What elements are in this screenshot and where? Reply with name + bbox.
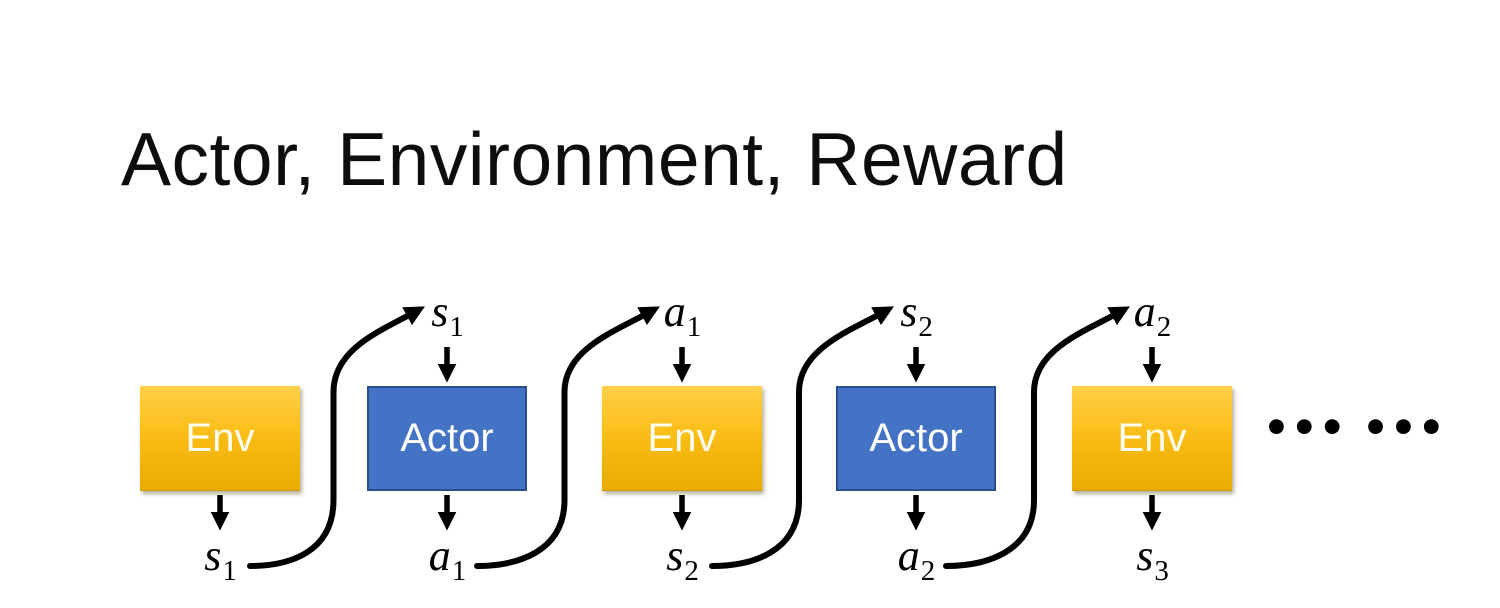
- env-box-2: Env: [602, 386, 762, 491]
- env-box-3: Env: [1072, 386, 1232, 491]
- page-title: Actor, Environment, Reward: [121, 117, 1068, 201]
- actor-box-1: Actor: [367, 386, 527, 491]
- continuation-dots: ••• •••: [1263, 403, 1446, 452]
- input-arrows: [437, 347, 1162, 383]
- state-label-top-s2: s2: [900, 287, 933, 343]
- env-box-3-label: Env: [1117, 415, 1187, 460]
- state-label-bottom-s2: s2: [666, 531, 699, 587]
- env-box-1-label: Env: [185, 415, 255, 460]
- action-label-top-a2: a2: [1133, 287, 1172, 343]
- actor-box-2: Actor: [836, 386, 996, 491]
- state-label-bottom-s3: s3: [1136, 531, 1169, 587]
- action-label-bottom-a2: a2: [897, 531, 936, 587]
- state-label-bottom-s1: s1: [204, 531, 237, 587]
- env-box-1: Env: [140, 386, 300, 491]
- actor-box-2-label: Actor: [869, 416, 963, 460]
- env-box-2-label: Env: [647, 415, 717, 460]
- actor-box-1-label: Actor: [400, 416, 494, 460]
- output-arrows: [210, 495, 1162, 531]
- action-label-top-a1: a1: [663, 287, 702, 343]
- state-label-top-s1: s1: [431, 287, 464, 343]
- action-label-bottom-a1: a1: [428, 531, 467, 587]
